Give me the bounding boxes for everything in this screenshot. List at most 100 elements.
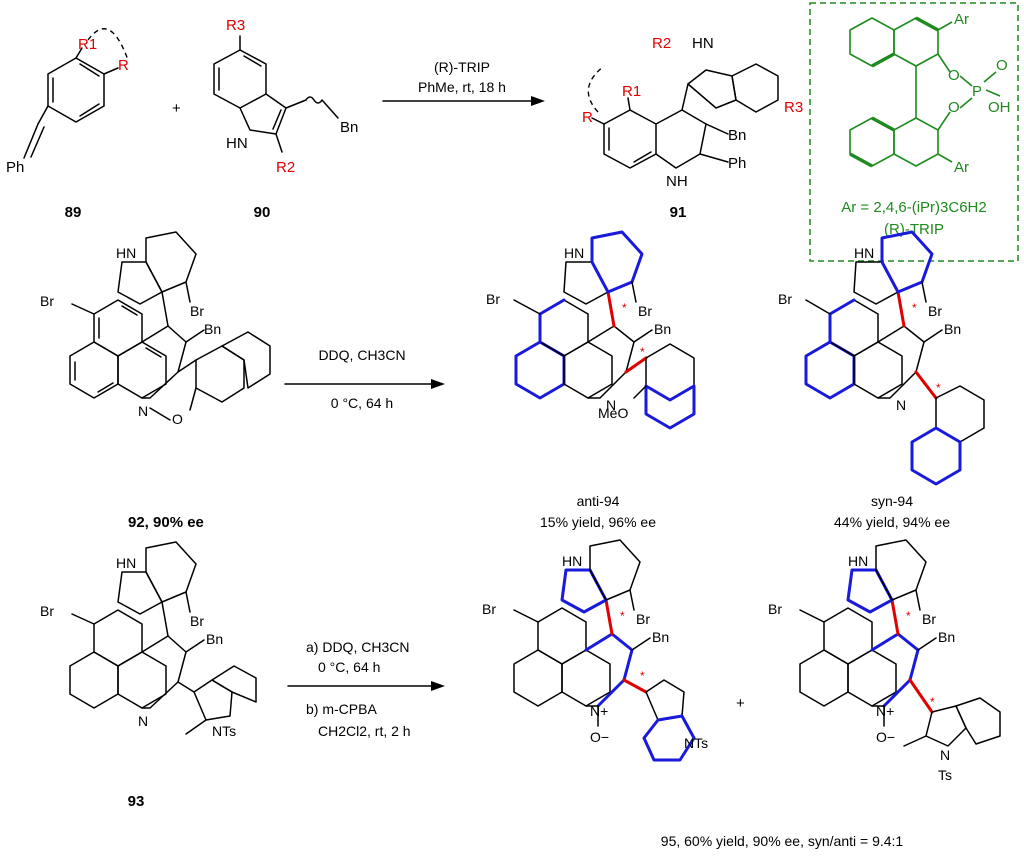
compound-93-label: 93 <box>128 793 145 810</box>
nplus-label-95b: N+ <box>876 703 894 719</box>
structure-95-anti: Br HN Br Bn N+ O− N Ts * * <box>768 539 1001 783</box>
chirality-axis-star-anti-a: * <box>622 301 627 315</box>
o-double-label: O <box>996 57 1008 74</box>
structure-89: R1 R Ph <box>6 28 129 176</box>
conditions-2-line1: DDQ, CH3CN <box>318 347 405 363</box>
ar-label-top: Ar <box>954 11 969 28</box>
conditions-3-a2: 0 °C, 64 h <box>318 659 380 675</box>
nts-label-95a: NTs <box>684 735 708 751</box>
plus-sign-2: + <box>736 695 745 712</box>
trip-structure: Ar O P O OH O Ar <box>849 11 1011 176</box>
nh-label-91: NH <box>666 173 688 190</box>
o-label-bottom: O <box>948 99 960 116</box>
br-label-syn-a: Br <box>778 291 792 307</box>
chirality-axis-star-95a-1: * <box>620 609 625 623</box>
conditions-2-line2: 0 °C, 64 h <box>331 395 393 411</box>
r2-label: R2 <box>276 159 295 176</box>
nts-label-93: NTs <box>212 723 236 739</box>
bn-label-92: Bn <box>204 321 221 337</box>
bn-label-95a: Bn <box>652 629 669 645</box>
hn-label-93: HN <box>116 555 136 571</box>
conditions-3-a1: a) DDQ, CH3CN <box>306 639 409 655</box>
conditions-3-b2: CH2Cl2, rt, 2 h <box>318 723 411 739</box>
chirality-axis-star-95b-2: * <box>930 695 935 709</box>
r3-label-91: R3 <box>784 99 803 116</box>
syn-94-result: 44% yield, 94% ee <box>834 514 950 530</box>
br-label-95a: Br <box>482 601 496 617</box>
chirality-axis-star-syn-b: * <box>936 381 941 395</box>
structure-95-syn: Br HN Br Bn N+ O− NTs * * <box>482 539 708 762</box>
n-label-anti: N <box>606 397 616 413</box>
anti-94-result: 15% yield, 96% ee <box>540 514 656 530</box>
ominus-label-95a: O− <box>590 729 609 745</box>
conditions-3-b1: b) m-CPBA <box>306 701 377 717</box>
nplus-label-95a: N+ <box>590 703 608 719</box>
catalyst-ar-definition: Ar = 2,4,6-(iPr)3C6H2 <box>841 199 986 216</box>
br-label-92b: Br <box>190 303 204 319</box>
structure-93: Br HN Br Bn N NTs <box>40 541 257 739</box>
compound-92-label: 92, 90% ee <box>128 514 204 531</box>
product-95-result: 95, 60% yield, 90% ee, syn/anti = 9.4:1 <box>661 833 904 849</box>
hn-label-syn: HN <box>854 245 874 261</box>
hn-label: HN <box>226 135 248 152</box>
n-label-92: N <box>138 403 148 419</box>
anti-94-name: anti-94 <box>577 493 620 509</box>
structure-90: R3 HN R2 Bn <box>213 17 358 176</box>
compound-91-label: 91 <box>670 204 687 221</box>
conditions-1-line1: (R)-TRIP <box>434 59 490 75</box>
chirality-axis-star-anti-b: * <box>640 345 645 359</box>
chirality-axis-star-95b-1: * <box>906 609 911 623</box>
r-label: R <box>118 57 129 74</box>
plus-sign: + <box>172 100 181 117</box>
bn-label: Bn <box>340 119 358 136</box>
bn-label-91: Bn <box>728 127 746 144</box>
structure-92: Br HN Br Bn N O <box>40 231 271 427</box>
bn-label-anti: Bn <box>654 321 671 337</box>
chirality-axis-star-95a-2: * <box>640 669 645 683</box>
ar-label-bottom: Ar <box>954 159 969 176</box>
meo-label-anti: MeO <box>598 405 628 421</box>
hn-label-92: HN <box>116 245 136 261</box>
structure-anti-94: Br HN Br Bn N MeO * * <box>486 230 696 430</box>
ph-label-91: Ph <box>728 155 746 172</box>
n-label-95b: N <box>940 747 950 763</box>
structure-syn-94: Br HN Br Bn N * * <box>778 230 985 486</box>
br-label-95b-b: Br <box>922 611 936 627</box>
hn-label-95b: HN <box>848 553 868 569</box>
r1-label-91: R1 <box>622 83 641 100</box>
br-label-92a: Br <box>40 293 54 309</box>
br-label-95b: Br <box>636 611 650 627</box>
hn-label-91: HN <box>692 35 714 52</box>
ts-label-95b: Ts <box>938 767 952 783</box>
compound-89-label: 89 <box>65 204 82 221</box>
br-label-93b: Br <box>190 613 204 629</box>
r-label-91: R <box>582 109 593 126</box>
structure-91: R1 R R2 HN R3 Bn Ph NH <box>582 35 803 190</box>
br-label-anti-b: Br <box>638 303 652 319</box>
catalyst-box <box>809 2 1019 262</box>
chirality-axis-star-syn-a: * <box>912 301 917 315</box>
hn-label-anti: HN <box>564 245 584 261</box>
compound-90-label: 90 <box>254 204 271 221</box>
br-label-anti-a: Br <box>486 291 500 307</box>
n-label-93: N <box>138 713 148 729</box>
o-label-92: O <box>172 411 183 427</box>
syn-94-name: syn-94 <box>871 493 913 509</box>
r2-label-91: R2 <box>652 35 671 52</box>
hn-label-95a: HN <box>562 553 582 569</box>
oh-label: OH <box>988 99 1011 116</box>
p-label: P <box>972 83 982 100</box>
bn-label-93: Bn <box>206 631 223 647</box>
br-label-95b-a: Br <box>768 601 782 617</box>
br-label-93a: Br <box>40 603 54 619</box>
bn-label-95b: Bn <box>938 629 955 645</box>
o-label-top: O <box>948 67 960 84</box>
br-label-syn-b: Br <box>928 303 942 319</box>
r3-label: R3 <box>226 17 245 34</box>
conditions-1-line2: PhMe, rt, 18 h <box>418 79 506 95</box>
bn-label-syn: Bn <box>944 321 961 337</box>
ph-label: Ph <box>6 159 24 176</box>
r1-label: R1 <box>78 36 97 53</box>
ominus-label-95b: O− <box>876 729 895 745</box>
